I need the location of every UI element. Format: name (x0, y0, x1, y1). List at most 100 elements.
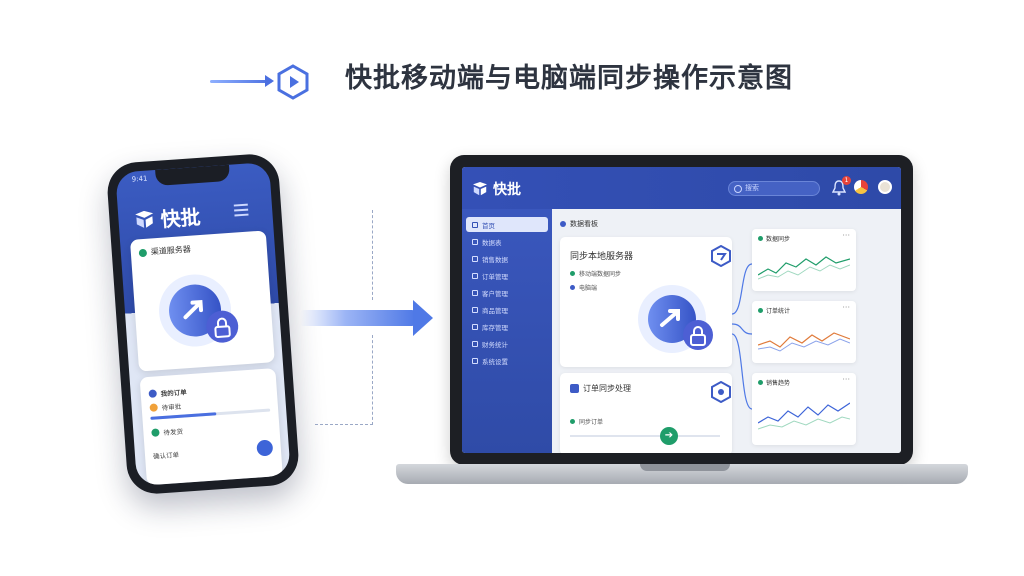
table-icon (472, 238, 478, 245)
laptop-app-logo: 快批 (472, 179, 521, 199)
home-icon (472, 221, 478, 228)
main-card-row-1: 移动端数据同步 (570, 269, 621, 278)
notification-badge: 1 (842, 176, 851, 185)
more-icon[interactable]: ··· (842, 375, 850, 384)
gear-icon (472, 357, 478, 364)
sidebar-item-label: 库存管理 (482, 323, 508, 332)
page-title: 快批移动端与电脑端同步操作示意图 (345, 63, 793, 94)
shipping-icon (151, 428, 160, 437)
main-content: 数据看板 同步本地服务器 移动端数据同步 电脑端 (552, 209, 901, 453)
main-card-row-1-text: 移动端数据同步 (579, 271, 622, 278)
sync-dashed-line-horizontal (315, 424, 373, 425)
sparkline-green (758, 256, 850, 280)
header-arrow (210, 75, 274, 87)
status-dot-icon (570, 285, 575, 290)
content-title: 数据看板 (560, 219, 598, 229)
sidebar: 首页 数据表 销售数据 订单管理 客户管理 商品管理 库存管理 财务统计 系统设… (462, 209, 552, 453)
order-stats-card[interactable]: 订单统计 ··· (752, 301, 856, 363)
phone-app-logo: 快批 (134, 201, 202, 235)
phone-screen: 9:41 快批 渠道服务器 (115, 162, 291, 486)
sidebar-item-label: 数据表 (482, 238, 502, 247)
laptop-base (396, 464, 968, 484)
status-dot-icon (758, 236, 763, 241)
warehouse-icon (472, 323, 478, 330)
chart-icon (472, 255, 478, 262)
sidebar-item-label: 商品管理 (482, 306, 508, 315)
sidebar-item-finance[interactable]: 财务统计 (466, 336, 548, 351)
order-sync-track (570, 435, 720, 437)
phone-card2-row-2: 待发货 (163, 427, 184, 438)
dashboard-icon (560, 221, 566, 227)
finance-icon (472, 340, 478, 347)
sidebar-item-sales[interactable]: 销售数据 (466, 251, 548, 266)
user-icon (472, 289, 478, 296)
sidebar-item-data[interactable]: 数据表 (466, 234, 548, 249)
sidebar-item-settings[interactable]: 系统设置 (466, 353, 548, 368)
more-icon[interactable]: ··· (842, 231, 850, 240)
phone-card1-title: 渠道服务器 (150, 244, 192, 257)
more-icon[interactable]: ··· (842, 303, 850, 312)
sidebar-item-customers[interactable]: 客户管理 (466, 285, 548, 300)
sync-stats-card[interactable]: 数据同步 ··· (752, 229, 856, 291)
status-dot-icon (570, 419, 575, 424)
laptop-topbar: 快批 搜索 1 (462, 167, 901, 209)
sparkline-orange (758, 332, 850, 352)
sidebar-item-products[interactable]: 商品管理 (466, 302, 548, 317)
main-card-title: 同步本地服务器 (570, 252, 634, 262)
shield-icon (711, 245, 731, 267)
order-icon (570, 384, 579, 393)
main-card2-header: 订单同步处理 (570, 383, 631, 394)
right-card-title: 数据同步 (766, 236, 791, 243)
order-icon (148, 389, 158, 398)
sales-trend-card[interactable]: 销售趋势 ··· (752, 373, 856, 445)
search-input[interactable]: 搜索 (728, 181, 820, 196)
phone-card2-footer: 确认订单 (152, 450, 180, 461)
sidebar-item-label: 销售数据 (482, 255, 508, 264)
sparkline-blue (758, 402, 850, 430)
laptop-screen: 快批 搜索 1 首页 数据表 销售数据 订单管理 客户管理 商品管理 库存管理 … (462, 167, 901, 453)
content-title-text: 数据看板 (570, 220, 598, 228)
order-sync-card[interactable]: 订单同步处理 同步订单 ➔ (560, 373, 732, 453)
sync-forward-button[interactable]: ➔ (660, 427, 678, 445)
bell-icon[interactable] (832, 180, 846, 196)
server-sync-card[interactable]: 同步本地服务器 移动端数据同步 电脑端 (560, 237, 732, 367)
sync-lock-icon (638, 285, 713, 353)
phone-status-time: 9:41 (131, 174, 148, 184)
phone-device: 9:41 快批 渠道服务器 (105, 152, 301, 496)
main-card-row-2-text: 电脑端 (579, 285, 598, 292)
avatar[interactable] (878, 180, 892, 194)
status-dot-icon (138, 248, 148, 257)
sidebar-item-label: 首页 (482, 221, 495, 230)
main-card2-title: 订单同步处理 (583, 384, 631, 393)
app-logo-icon (473, 182, 487, 196)
main-card2-row-text: 同步订单 (579, 419, 604, 426)
phone-notch (155, 164, 231, 186)
app-switch-icon[interactable] (854, 180, 868, 194)
status-dot-icon (570, 271, 575, 276)
order-icon (472, 272, 478, 279)
phone-order-card[interactable]: 我的订单 待审批 待发货 确认订单 (139, 368, 283, 486)
sidebar-item-label: 财务统计 (482, 340, 508, 349)
phone-card2-row-1: 待审批 (161, 402, 182, 413)
phone-sync-card[interactable]: 渠道服务器 (129, 230, 275, 372)
status-dot-icon (758, 308, 763, 313)
sidebar-item-label: 系统设置 (482, 357, 508, 366)
sidebar-item-inventory[interactable]: 库存管理 (466, 319, 548, 334)
main-card-row-2: 电脑端 (570, 283, 597, 292)
sync-button[interactable] (256, 439, 274, 457)
app-logo-icon (135, 210, 154, 228)
laptop-device: 快批 搜索 1 首页 数据表 销售数据 订单管理 客户管理 商品管理 库存管理 … (450, 155, 913, 465)
sidebar-item-home[interactable]: 首页 (466, 217, 548, 232)
sync-dashed-line-bottom (372, 335, 373, 425)
box-icon (472, 306, 478, 313)
main-card2-row: 同步订单 (570, 417, 603, 426)
status-dot-icon (758, 380, 763, 385)
sync-dashed-line-top (372, 210, 373, 300)
hexagon-play-icon (277, 64, 309, 100)
menu-icon[interactable] (233, 203, 249, 217)
sidebar-item-orders[interactable]: 订单管理 (466, 268, 548, 283)
connector-lines (732, 263, 753, 410)
sync-arrow (300, 300, 433, 336)
sidebar-item-label: 客户管理 (482, 289, 508, 298)
shield-check-icon (711, 381, 731, 403)
